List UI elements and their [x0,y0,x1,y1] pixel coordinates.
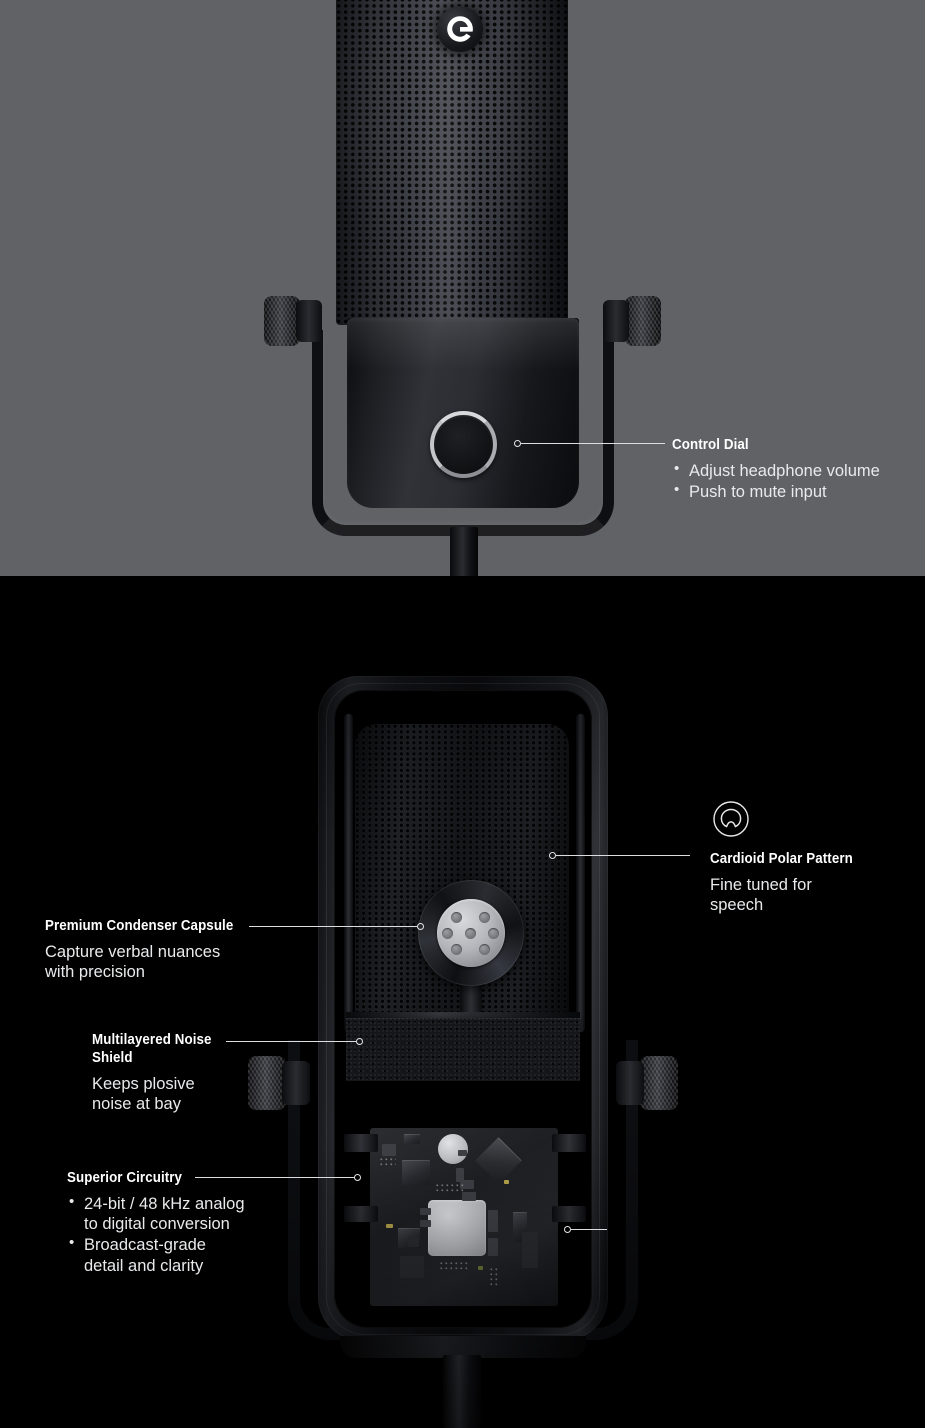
leader-dot-circuitry [354,1174,361,1181]
leader-line-cardioid [556,855,690,856]
callout-control-dial: Control Dial Adjust headphone volume Pus… [672,436,917,503]
cardioid-pattern-icon [712,800,750,843]
leader-line-control-dial [521,443,665,444]
circuit-board [370,1128,558,1306]
pcb-mount-tab [344,1206,378,1222]
callout-body-noise-shield-line2: noise at bay [92,1095,181,1114]
leader-dot-control-dial [514,440,521,447]
pcb-component [462,1192,476,1201]
callout-bullets-circuitry: 24-bit / 48 kHz analog to digital conver… [67,1193,302,1276]
pcb-component [408,1236,419,1247]
callout-bullets-control-dial: Adjust headphone volume Push to mute inp… [672,460,917,502]
knurled-tension-knob-right[interactable] [625,296,661,346]
condenser-capsule-disc [437,899,505,967]
bullet-line2: detail and clarity [84,1256,204,1275]
callout-body-cardioid-line2: speech [710,896,764,915]
callout-body-capsule-line1: Capture verbal nuances [45,943,221,962]
elgato-logo-icon [437,6,483,52]
pcb-pad-array [490,1268,500,1286]
pcb-capacitor [438,1134,468,1164]
leader-line-noise-shield [226,1041,357,1042]
leader-dot-noise-shield [356,1038,363,1045]
pcb-mount-tab [344,1134,378,1152]
leader-line-circuitry [195,1177,355,1178]
bullet-item: Push to mute input [672,481,917,502]
knurled-tension-knob-left[interactable] [264,296,300,346]
knurled-tension-knob-right[interactable] [640,1056,678,1110]
pcb-pad [478,1266,483,1270]
pcb-component [382,1144,396,1156]
pcb-processor-chip [475,1137,522,1184]
pcb-pad-array [380,1158,396,1168]
pcb-component [488,1210,498,1232]
top-product-panel: Control Dial Adjust headphone volume Pus… [0,0,925,576]
bullet-line1: 24-bit / 48 kHz analog [84,1195,245,1214]
pcb-mount-tab [552,1134,586,1152]
pcb-component [488,1238,498,1256]
bullet-line1: Broadcast-grade [84,1236,206,1255]
capsule-hole [479,944,490,955]
leader-dot-circuitry-right [564,1226,571,1233]
pcb-pad [504,1180,509,1184]
callout-title-circuitry: Superior Circuitry [67,1170,183,1186]
capsule-hole [451,912,462,923]
grille-rail-left [344,714,353,1032]
callout-title-cardioid: Cardioid Polar Pattern [710,851,853,867]
bullet-item: Adjust headphone volume [672,460,917,481]
pcb-pad [386,1224,393,1228]
callout-title-control-dial: Control Dial [672,437,749,453]
leader-dot-capsule [417,923,424,930]
pcb-pad-array [436,1184,466,1192]
leader-line-capsule [249,926,418,927]
bullet-item: Broadcast-grade detail and clarity [67,1234,302,1275]
perforated-grille [336,0,568,325]
stand-post [443,1355,481,1428]
callout-cardioid-polar-pattern: Cardioid Polar Pattern Fine tuned for sp… [710,850,915,915]
leader-line-circuitry-right [571,1229,607,1230]
bullet-item: 24-bit / 48 kHz analog to digital conver… [67,1193,302,1234]
capsule-hole [479,912,490,923]
leader-dot-cardioid [549,852,556,859]
callout-body-capsule-line2: with precision [45,963,145,982]
bullet-line2: to digital conversion [84,1215,230,1234]
pcb-component [404,1134,420,1144]
callout-title-noise-shield-line2: Shield [92,1050,133,1067]
bottom-exploded-panel: Cardioid Polar Pattern Fine tuned for sp… [0,576,925,1428]
capsule-hole [442,928,453,939]
capsule-hole [451,944,462,955]
pcb-mount-tab [552,1206,586,1222]
stand-post [450,527,478,576]
pcb-component [400,1256,424,1278]
grille-rail-right [576,714,585,1032]
pcb-component [522,1232,538,1268]
yoke-highlight [312,330,614,536]
noise-shield-foam [346,1018,580,1081]
callout-multilayered-noise-shield: Multilayered Noise Shield Keeps plosive … [92,1031,307,1115]
callout-body-noise-shield-line1: Keeps plosive [92,1075,195,1094]
pcb-shield-can [428,1200,486,1256]
knob-hub-left [296,300,322,342]
callout-superior-circuitry: Superior Circuitry 24-bit / 48 kHz analo… [67,1169,302,1277]
pcb-ic-chip [402,1160,430,1185]
knob-hub-right [616,1061,644,1105]
pcb-component [420,1208,431,1215]
capsule-hole [465,928,476,939]
pcb-pad-array [440,1262,470,1271]
control-dial-ring[interactable] [430,411,497,478]
pcb-component [420,1220,431,1227]
capsule-hole [488,928,499,939]
knob-hub-right [603,300,629,342]
pcb-component [458,1150,467,1156]
callout-body-cardioid-line1: Fine tuned for [710,876,812,895]
